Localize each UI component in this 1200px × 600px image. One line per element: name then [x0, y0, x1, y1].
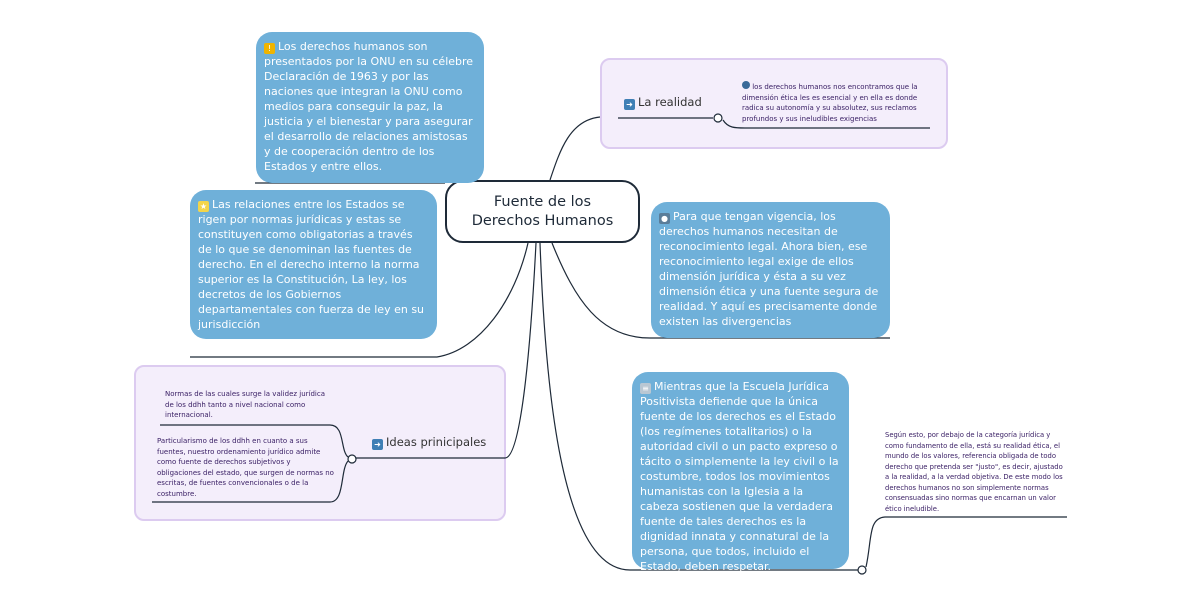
- realidad-note-text: los derechos humanos nos encontramos que…: [742, 83, 918, 123]
- central-topic-label: Fuente de los Derechos Humanos: [471, 193, 614, 229]
- realidad-label[interactable]: ➜La realidad: [624, 95, 702, 110]
- user-icon: ●: [659, 213, 670, 224]
- warning-icon: !: [264, 43, 275, 54]
- realidad-note[interactable]: los derechos humanos nos encontramos que…: [742, 81, 930, 124]
- ideas-note-1-text: Normas de las cuales surge la validez ju…: [165, 390, 326, 419]
- relaciones-node[interactable]: ★Las relaciones entre los Estados se rig…: [190, 190, 437, 339]
- connector: [190, 242, 529, 358]
- connector: [355, 242, 537, 459]
- circle-icon: [742, 81, 750, 89]
- realidad-group: [600, 58, 948, 149]
- connector: [539, 242, 858, 571]
- central-topic[interactable]: Fuente de los Derechos Humanos: [445, 180, 640, 243]
- vigencia-node[interactable]: ●Para que tengan vigencia, los derechos …: [651, 202, 890, 338]
- star-icon: ★: [198, 201, 209, 212]
- relaciones-text: Las relaciones entre los Estados se rige…: [198, 198, 425, 331]
- collapse-toggle: [347, 454, 357, 464]
- realidad-text: La realidad: [638, 95, 702, 109]
- positivista-note[interactable]: Según esto, por debajo de la categoría j…: [885, 430, 1067, 514]
- ideas-note-1[interactable]: Normas de las cuales surge la validez ju…: [165, 389, 335, 421]
- collapse-toggle: [857, 565, 867, 575]
- vigencia-text: Para que tengan vigencia, los derechos h…: [659, 210, 879, 328]
- ideas-group: [134, 365, 506, 521]
- onu-text: Los derechos humanos son presentados por…: [264, 40, 474, 173]
- connector: [551, 242, 890, 339]
- ideas-note-2-text: Particularismo de los ddhh en cuanto a s…: [157, 437, 334, 498]
- connector: [152, 460, 349, 503]
- ideas-label[interactable]: ➜Ideas prinicipales: [372, 435, 486, 450]
- connector: [549, 116, 601, 181]
- onu-node[interactable]: !Los derechos humanos son presentados po…: [256, 32, 484, 183]
- positivista-node[interactable]: ≡Mientras que la Escuela Jurídica Positi…: [632, 372, 849, 573]
- ideas-text: Ideas prinicipales: [386, 435, 487, 449]
- arrow-right-icon: ➜: [372, 439, 383, 450]
- document-icon: ≡: [640, 383, 651, 394]
- arrow-right-icon: ➜: [624, 99, 635, 110]
- positivista-text: Mientras que la Escuela Jurídica Positiv…: [640, 380, 839, 573]
- collapse-toggle: [713, 113, 723, 123]
- connector: [865, 516, 1067, 568]
- ideas-note-2[interactable]: Particularismo de los ddhh en cuanto a s…: [157, 436, 335, 499]
- connector: [722, 119, 930, 129]
- connector: [160, 424, 349, 458]
- positivista-note-text: Según esto, por debajo de la categoría j…: [885, 431, 1063, 513]
